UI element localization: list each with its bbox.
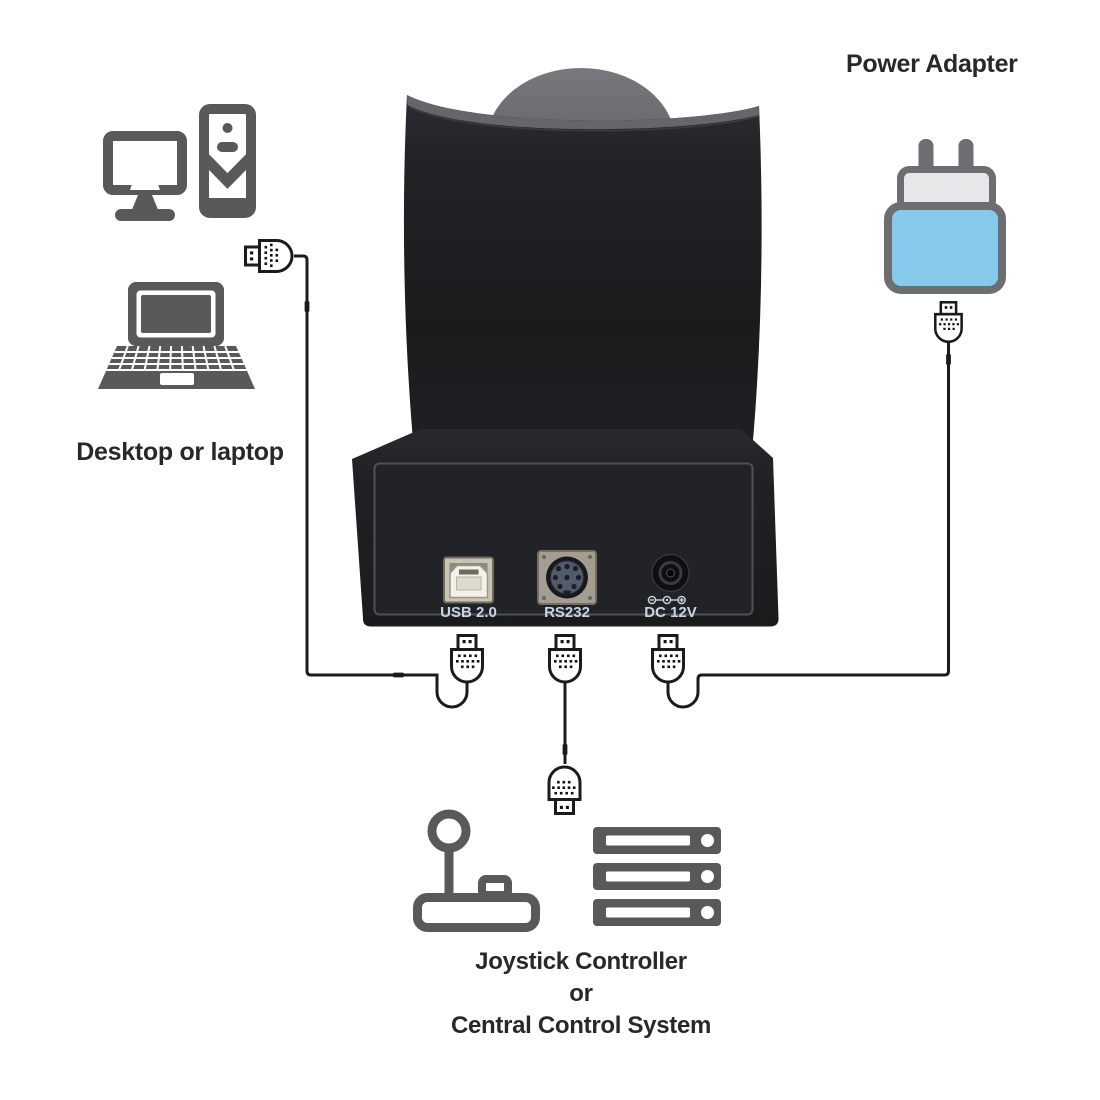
camera-illustration: USB 2.0 RS232 <box>352 68 779 627</box>
rs232-port-label: RS232 <box>544 604 590 621</box>
dc-port <box>651 553 690 593</box>
dc-port-label: DC 12V <box>644 604 697 621</box>
cable-joint-marks <box>304 301 951 755</box>
server-unit <box>593 863 721 890</box>
controller-label-line2: or <box>569 980 593 1007</box>
server-unit <box>593 827 721 854</box>
usb-plug-icon <box>651 634 685 684</box>
laptop-icon <box>98 282 255 389</box>
controller-label: Joystick Controller or Central Control S… <box>400 946 762 1042</box>
usb-plug-icon <box>450 634 484 684</box>
rs232-port <box>537 550 597 605</box>
controller-label-line3: Central Control System <box>450 1012 712 1039</box>
usb-port <box>443 556 494 604</box>
usb-plug-icon-adapter <box>934 300 963 344</box>
server-rack-icon <box>593 827 721 926</box>
power-cable <box>666 341 950 709</box>
server-unit <box>593 899 721 926</box>
usb-plug-icon <box>548 634 582 684</box>
usb-plug-icon-horizontal <box>244 239 294 273</box>
power-adapter-label: Power Adapter <box>846 50 1018 78</box>
controller-label-line1: Joystick Controller <box>475 948 687 975</box>
camera-body-top-bevel <box>407 95 760 130</box>
usb-cable-left <box>294 254 469 709</box>
usb-port-label: USB 2.0 <box>440 604 497 621</box>
power-adapter-icon <box>884 139 1006 294</box>
desktop-computer-icon <box>103 131 187 221</box>
joystick-icon <box>413 809 540 932</box>
usb-plug-icon-flipped <box>547 765 582 815</box>
tower-pc-icon <box>199 104 256 218</box>
camera-body <box>403 95 762 452</box>
dc-polarity-icon <box>647 595 686 605</box>
camera-body-seam <box>408 106 760 132</box>
desktop-or-laptop-label: Desktop or laptop <box>76 438 284 466</box>
